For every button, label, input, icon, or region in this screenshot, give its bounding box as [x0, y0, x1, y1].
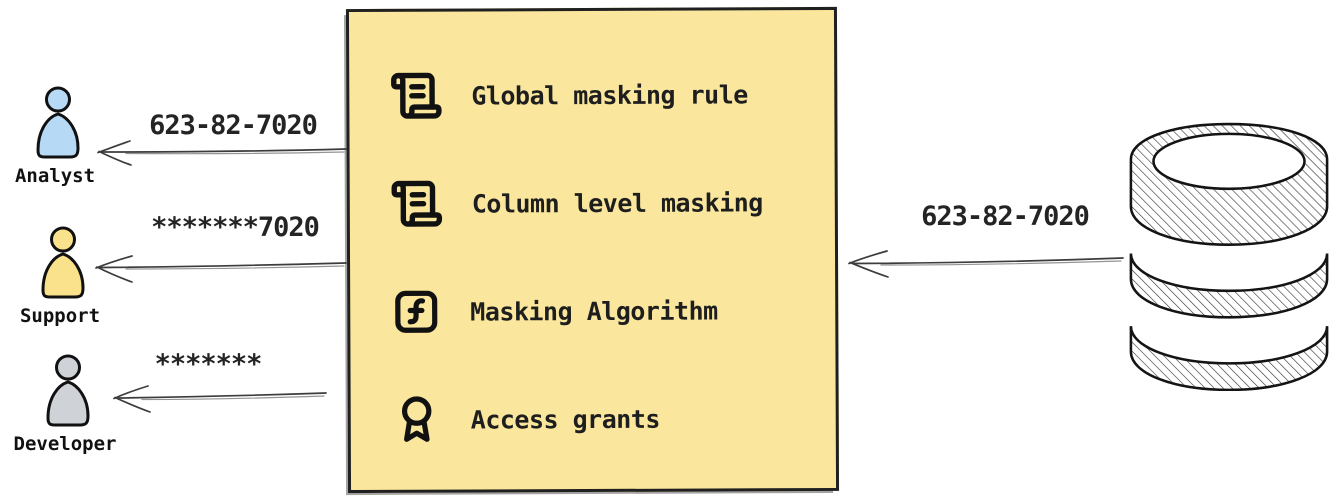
arrow-to-developer [113, 385, 327, 413]
value-to-developer: ******* [154, 349, 263, 380]
consumer-analyst: Analyst [0, 86, 120, 187]
consumer-name: Analyst [14, 165, 96, 187]
value-to-analyst: 623-82-7020 [149, 110, 318, 141]
scroll-text-icon [390, 177, 444, 231]
consumer-developer: Developer [0, 354, 130, 455]
rule-global-masking: Global masking rule [389, 62, 814, 128]
function-square-icon [390, 286, 442, 338]
consumer-support: Support [0, 226, 125, 327]
masking-rules-box: Global masking rule Column level masking… [345, 6, 840, 494]
rule-label: Column level masking [471, 187, 763, 219]
person-icon [36, 86, 80, 159]
arrow-to-support [95, 255, 347, 283]
rule-label: Global masking rule [471, 79, 748, 111]
rule-column-masking: Column level masking [390, 170, 815, 236]
arrow-from-database [848, 250, 1124, 278]
consumer-name: Developer [13, 433, 117, 455]
arrow-to-analyst [97, 140, 347, 166]
rule-masking-algorithm: Masking Algorithm [390, 278, 815, 344]
value-from-database: 623-82-7020 [921, 201, 1090, 232]
database-icon [1129, 122, 1329, 391]
consumer-name: Support [19, 305, 101, 327]
person-icon [46, 354, 90, 427]
rule-access-grants: Access grants [391, 386, 816, 452]
award-icon [391, 394, 443, 446]
rule-label: Access grants [470, 404, 660, 435]
value-to-support: *******7020 [151, 212, 320, 243]
person-icon [41, 226, 85, 299]
rule-label: Masking Algorithm [470, 295, 718, 327]
scroll-text-icon [389, 69, 443, 123]
